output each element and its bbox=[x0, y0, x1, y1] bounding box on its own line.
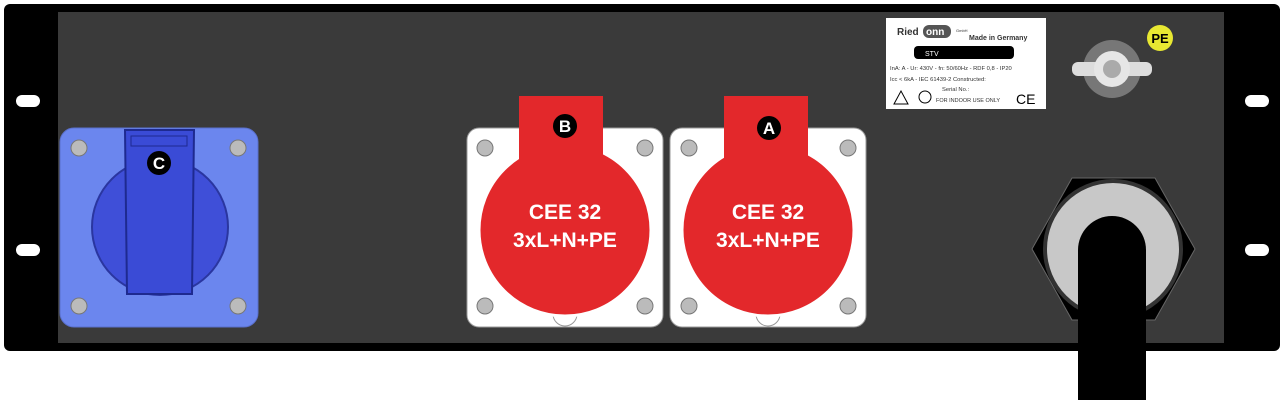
rating-label: Ried onn GmbH Made in Germany STV InA: A… bbox=[886, 18, 1046, 109]
made-in: Made in Germany bbox=[969, 35, 1027, 42]
svg-text:PE: PE bbox=[1151, 31, 1169, 46]
socket-letter-badge bbox=[553, 114, 577, 138]
socket-type: CEE 32 bbox=[529, 201, 601, 224]
indoor-note: FOR INDOOR USE ONLY bbox=[936, 98, 1000, 104]
socket-letter-badge bbox=[757, 116, 781, 140]
cable-gland bbox=[1031, 177, 1196, 400]
brand-suffix: GmbH bbox=[956, 28, 968, 33]
mounting-slot bbox=[16, 95, 40, 107]
ce-mark: CE bbox=[1016, 91, 1035, 107]
pe-badge bbox=[1147, 25, 1173, 51]
mounting-slot bbox=[16, 244, 40, 256]
socket-letter: B bbox=[559, 117, 571, 136]
brand-right: onn bbox=[926, 27, 944, 38]
socket-b[interactable]: B CEE 32 3xL+N+PE bbox=[466, 96, 664, 328]
mounting-slots bbox=[16, 95, 1269, 256]
mounting-slot bbox=[1245, 244, 1269, 256]
socket-config: 3xL+N+PE bbox=[716, 229, 820, 252]
rating-line-1: InA: A - Ur: 430V - fn: 50/60Hz - RDF 0,… bbox=[890, 66, 1012, 72]
type-field: STV bbox=[925, 51, 939, 58]
ground-icon bbox=[918, 90, 932, 104]
socket-letter: C bbox=[153, 154, 165, 173]
socket-letter-badge bbox=[147, 151, 171, 175]
rating-line-2: Icc < 6kA - IEC 61439-2 Constructed: bbox=[890, 77, 986, 83]
socket-type: CEE 32 bbox=[732, 201, 804, 224]
socket-letter: A bbox=[763, 119, 775, 138]
brand-left: Ried bbox=[897, 27, 919, 38]
serial-field: Serial No.: bbox=[942, 87, 969, 93]
pe-terminal: PE bbox=[1072, 25, 1173, 98]
mounting-slot bbox=[1245, 95, 1269, 107]
socket-config: 3xL+N+PE bbox=[513, 229, 617, 252]
socket-a[interactable]: A CEE 32 3xL+N+PE bbox=[669, 96, 867, 328]
warning-icon bbox=[893, 89, 909, 105]
socket-c[interactable]: C bbox=[59, 127, 259, 328]
